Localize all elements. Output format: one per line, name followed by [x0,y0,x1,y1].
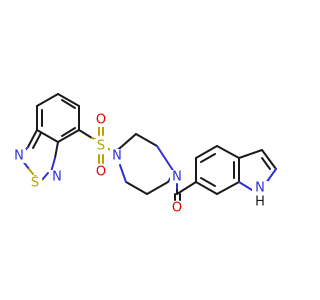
benzothiadiazole-benzene-ring [36,93,80,143]
atom-s-sulfonyl: S [97,139,105,154]
atom-n-indole: N [255,181,265,196]
atom-n-thiadiazole-top: N [14,149,24,164]
atom-n-piperazine-left: N [112,149,122,164]
atom-o-sulfonyl-bottom: O [96,165,106,180]
carbonyl-group [174,181,197,201]
piperazine-ring [113,133,175,195]
atom-o-carbonyl: O [172,201,182,216]
indole-ring [195,145,277,195]
atom-h-indole: H [255,195,265,210]
atom-o-sulfonyl-top: O [96,113,106,128]
atom-n-piperazine-right: N [172,170,182,185]
atom-s-thiadiazole: S [31,176,39,191]
molecule-diagram: N S N S O O N N O [14,93,277,216]
atom-n-thiadiazole-bottom: N [52,170,62,185]
